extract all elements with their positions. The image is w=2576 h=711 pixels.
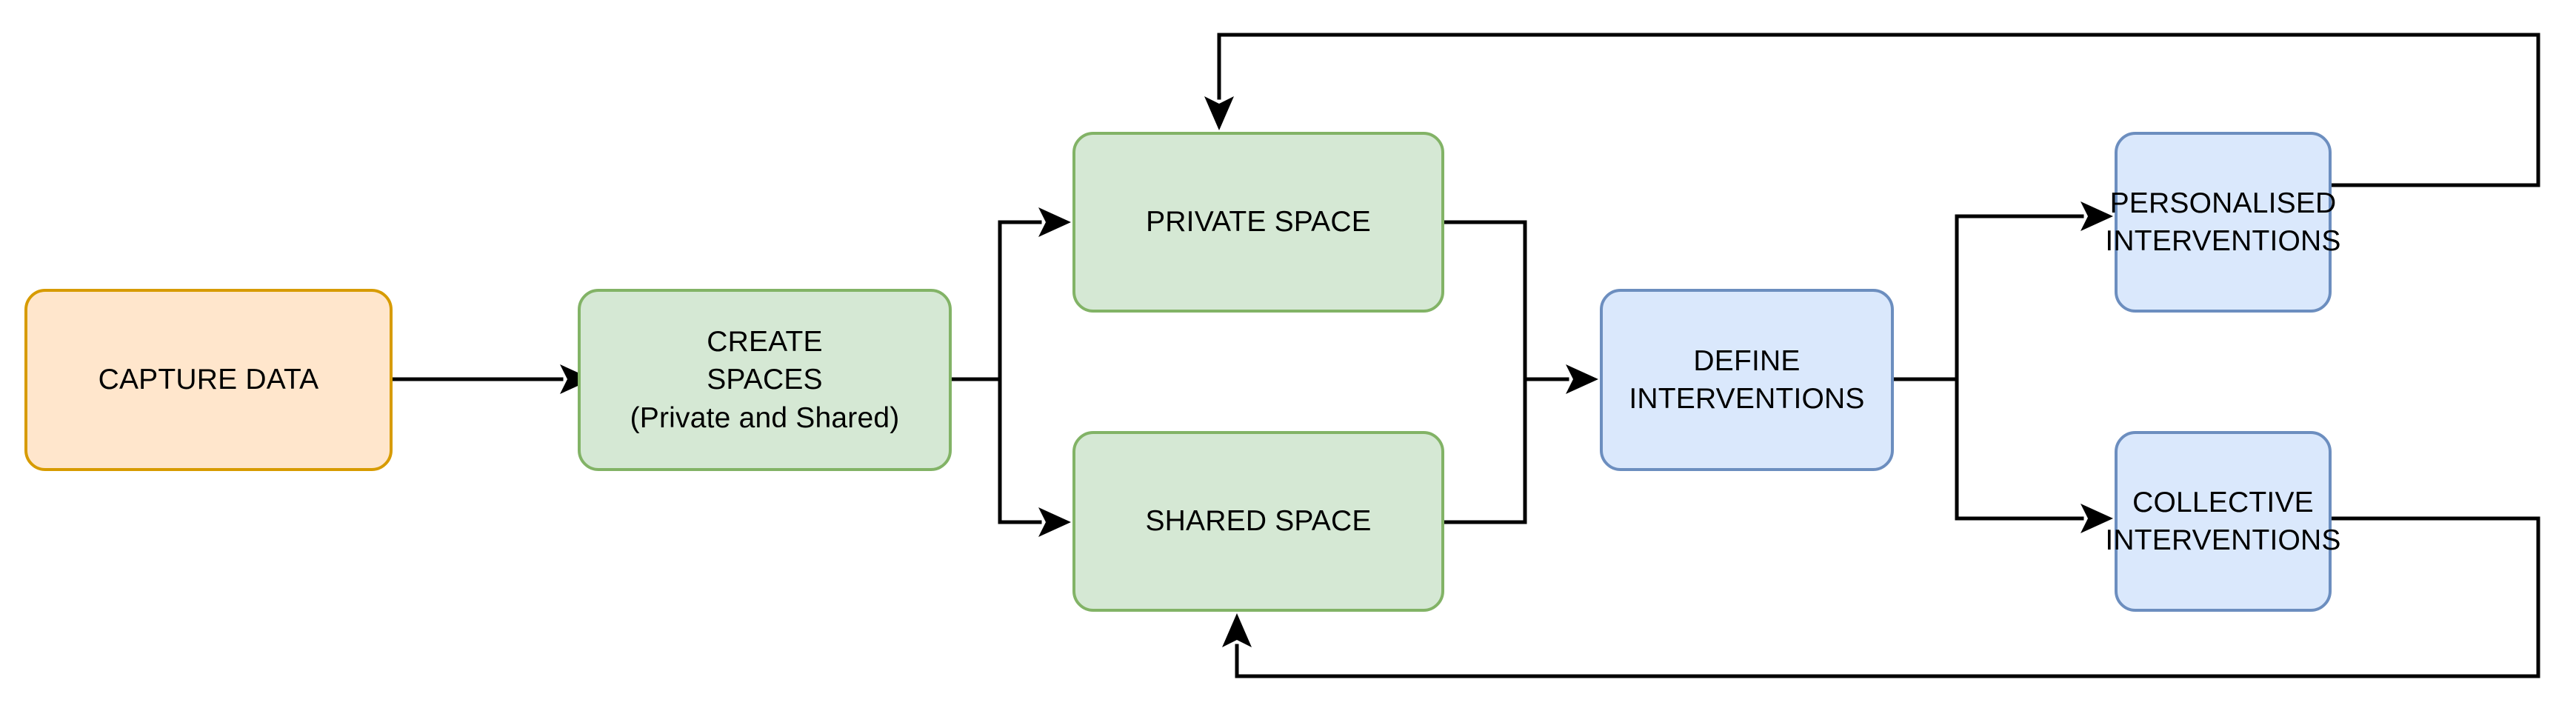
edge-define-to-personalised [1892, 201, 2113, 381]
node-personalised-interventions[interactable]: PERSONALISED INTERVENTIONS [2105, 132, 2340, 313]
node-collective-interventions-label: COLLECTIVE INTERVENTIONS [2105, 486, 2341, 556]
edge-capture-to-create [390, 364, 593, 394]
edge-create-to-private [950, 207, 1071, 381]
node-create-spaces[interactable]: CREATE SPACES (Private and Shared) [578, 289, 952, 471]
node-private-space[interactable]: PRIVATE SPACE [1072, 132, 1444, 313]
edge-define-to-collective [1955, 377, 2113, 533]
node-define-interventions[interactable]: DEFINE INTERVENTIONS [1600, 289, 1894, 471]
arrow-head-icon [1566, 364, 1598, 394]
node-shared-space[interactable]: SHARED SPACE [1072, 431, 1444, 612]
arrow-head-icon [1204, 96, 1234, 130]
edge-private-to-define [1442, 220, 1598, 394]
node-define-interventions-label: DEFINE INTERVENTIONS [1629, 344, 1865, 415]
edge-create-to-shared [998, 377, 1071, 537]
node-shared-space-label: SHARED SPACE [1145, 505, 1372, 538]
arrow-head-icon [1038, 507, 1071, 537]
arrow-head-icon [1222, 613, 1252, 647]
node-capture-data-label: CAPTURE DATA [98, 364, 319, 396]
edge-shared-to-define [1442, 377, 1527, 524]
node-capture-data[interactable]: CAPTURE DATA [24, 289, 393, 471]
node-private-space-label: PRIVATE SPACE [1146, 206, 1371, 238]
arrow-head-icon [1038, 207, 1071, 237]
node-create-spaces-label: CREATE SPACES (Private and Shared) [630, 325, 900, 434]
node-personalised-interventions-label: PERSONALISED INTERVENTIONS [2105, 187, 2341, 257]
node-collective-interventions[interactable]: COLLECTIVE INTERVENTIONS [2105, 431, 2340, 612]
